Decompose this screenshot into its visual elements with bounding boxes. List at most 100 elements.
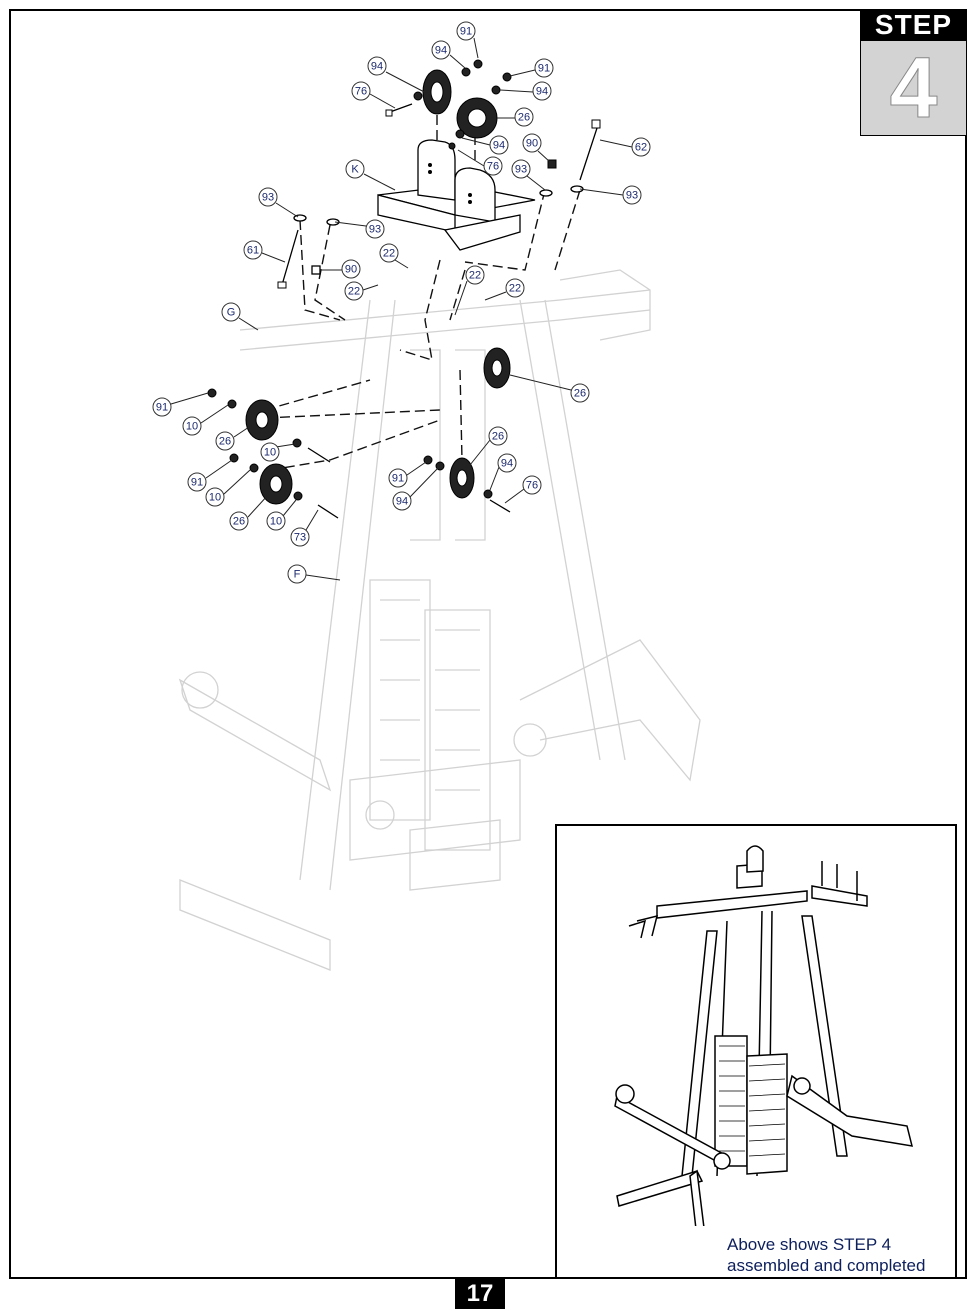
callout-label: 91 [538,63,550,75]
callout-circle [489,135,509,155]
callout-label: 90 [526,138,538,150]
callout-label: 93 [369,224,381,236]
callout-label: 10 [264,447,276,459]
callout-label: 91 [460,26,472,38]
callout-label: 22 [383,248,395,260]
callout-label: 94 [396,496,408,508]
callout-circle [221,302,241,322]
callout-circle [505,278,525,298]
faint-frame-drawing [178,269,701,971]
part-callout: 22 [505,278,525,298]
callout-circle [152,397,172,417]
callout-circle [344,281,364,301]
callout-circle [522,133,542,153]
callout-label: 76 [487,161,499,173]
part-callout: 10 [182,416,202,436]
part-callout: F [287,564,307,584]
callout-circle [522,475,542,495]
inset-caption-line-2: assembled and completed [727,1256,926,1275]
part-callout: 26 [514,107,534,127]
part-callout: G [221,302,241,322]
page-number: 17 [455,1279,505,1309]
part-callout: 26 [570,383,590,403]
callout-circle [622,185,642,205]
part-callout: 76 [351,81,371,101]
callout-circle [488,426,508,446]
callout-circle [367,56,387,76]
callout-circle [483,156,503,176]
callout-circle [187,472,207,492]
callout-label: K [351,164,359,176]
callout-label: 91 [156,402,168,414]
callout-circle [465,265,485,285]
part-callout: 26 [229,511,249,531]
part-callout: 94 [532,81,552,101]
callout-label: 91 [392,473,404,485]
inset-caption: Above shows STEP 4 assembled and complet… [727,1234,925,1276]
part-callout: 94 [367,56,387,76]
callout-label: 94 [501,458,513,470]
part-callout: 61 [243,240,263,260]
callout-circle [243,240,263,260]
callout-label: 93 [515,164,527,176]
callout-circle [431,40,451,60]
part-callout: 93 [622,185,642,205]
part-callout: 91 [152,397,172,417]
part-callout: 22 [379,243,399,263]
part-callout: 22 [344,281,364,301]
leader-lines [170,37,633,581]
part-callout: 62 [631,137,651,157]
callout-circle [345,159,365,179]
part-callout: 22 [465,265,485,285]
callout-label: 26 [492,431,504,443]
part-callout: 26 [488,426,508,446]
completed-assembly-inset: Above shows STEP 4 assembled and complet… [555,824,957,1279]
callout-label: G [227,307,236,319]
part-callout: 94 [392,491,412,511]
callout-circle [260,442,280,462]
callout-circle [351,81,371,101]
callout-label: 94 [536,86,548,98]
inset-caption-line-1: Above shows STEP 4 [727,1235,892,1254]
part-callout: 10 [266,511,286,531]
callout-label: 93 [262,192,274,204]
part-callout: 91 [534,58,554,78]
part-callout: 94 [497,453,517,473]
part-callout: 91 [187,472,207,492]
callout-circle [514,107,534,127]
part-callout: 90 [522,133,542,153]
callout-label: 22 [469,270,481,282]
callout-label: 22 [509,283,521,295]
callout-label: 76 [355,86,367,98]
callout-circle [379,243,399,263]
part-callout: 93 [511,159,531,179]
callout-circle [258,187,278,207]
part-callout: 10 [205,487,225,507]
callout-label: F [294,569,301,581]
callout-circle [570,383,590,403]
page-frame [9,9,967,1279]
callout-circle [392,491,412,511]
callout-label: 26 [574,388,586,400]
step-label: STEP [860,9,967,41]
part-callout: 10 [260,442,280,462]
callout-label: 10 [186,421,198,433]
callout-circle [182,416,202,436]
part-callout: 90 [341,259,361,279]
part-callout: 94 [489,135,509,155]
part-callout: 93 [365,219,385,239]
callout-label: 94 [371,61,383,73]
callout-label: 90 [345,264,357,276]
completed-gym-illustration [614,845,914,1226]
callout-circle [631,137,651,157]
step-parts [207,59,601,519]
part-callout: 91 [456,21,476,41]
callout-label: 22 [348,286,360,298]
part-callout: 76 [483,156,503,176]
callout-label: 26 [233,516,245,528]
callout-label: 26 [219,436,231,448]
part-callout: K [345,159,365,179]
callout-label: 62 [635,142,647,154]
